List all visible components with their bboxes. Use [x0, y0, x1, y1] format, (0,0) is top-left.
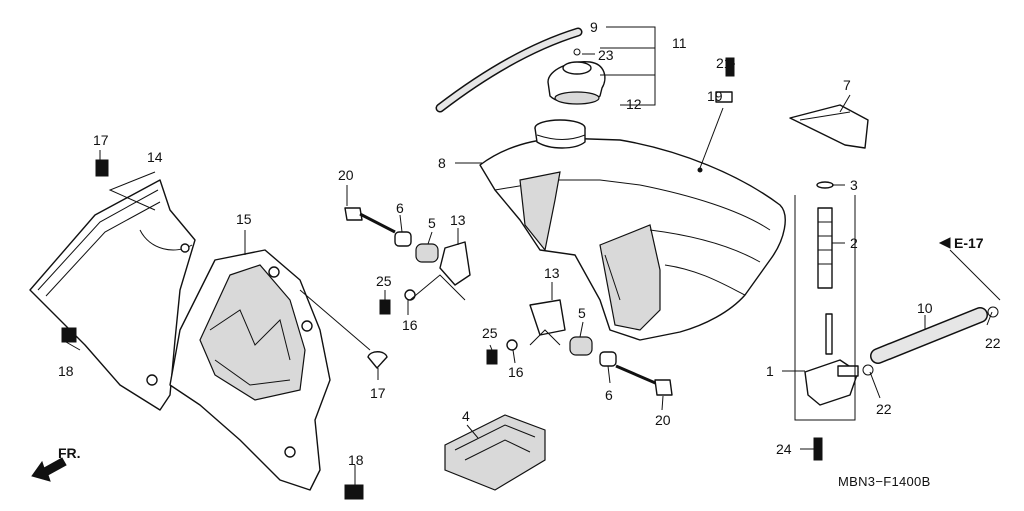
callout-22b: 22 — [876, 401, 892, 417]
callout-25a: 25 — [376, 273, 392, 289]
breather-tube — [435, 27, 583, 113]
callout-16a: 16 — [402, 317, 418, 333]
callout-23: 23 — [598, 47, 614, 63]
reference-label: E-17 — [954, 235, 984, 251]
callout-17a: 17 — [93, 132, 109, 148]
callout-19: 19 — [707, 88, 723, 104]
fuel-cap — [547, 48, 606, 105]
rubber-mount — [444, 414, 546, 491]
callout-24: 24 — [776, 441, 792, 457]
bracket-7 — [789, 104, 869, 149]
callout-12: 12 — [626, 96, 642, 112]
diagram-code: MBN3−F1400B — [838, 474, 931, 489]
callout-16b: 16 — [508, 364, 524, 380]
callout-10: 10 — [917, 300, 933, 316]
callout-1: 1 — [766, 363, 774, 379]
callout-18a: 18 — [58, 363, 74, 379]
front-direction-label: FR. — [58, 445, 81, 461]
reference-arrow: E-17 — [938, 235, 984, 251]
callout-18b: 18 — [348, 452, 364, 468]
front-direction-arrow: FR. — [31, 445, 81, 482]
callout-11: 11 — [672, 35, 687, 51]
callout-4: 4 — [462, 408, 470, 424]
callout-3: 3 — [850, 177, 858, 193]
fuel-valve — [804, 181, 859, 461]
callout-5a: 5 — [428, 215, 436, 231]
callout-8: 8 — [438, 155, 446, 171]
callout-9: 9 — [590, 19, 598, 35]
fasteners — [61, 57, 735, 500]
right-shroud — [169, 249, 331, 491]
callout-25b: 25 — [482, 325, 498, 341]
callout-5b: 5 — [578, 305, 586, 321]
fuel-tank — [479, 119, 786, 341]
callout-20a: 20 — [338, 167, 354, 183]
callout-6b: 6 — [605, 387, 613, 403]
leader-lines — [65, 26, 1001, 487]
callout-14: 14 — [147, 149, 163, 165]
callout-2: 2 — [850, 235, 858, 251]
callout-7: 7 — [843, 77, 851, 93]
mount-hardware-upper — [344, 207, 471, 315]
callout-6a: 6 — [396, 200, 404, 216]
callout-13b: 13 — [544, 265, 560, 281]
fuel-hose — [862, 306, 999, 376]
left-shroud — [29, 179, 196, 411]
mount-hardware-lower — [486, 299, 673, 396]
callout-13a: 13 — [450, 212, 466, 228]
callout-20b: 20 — [655, 412, 671, 428]
callouts: 9 11 23 12 21 19 7 8 3 2 1 10 22 22 24 1… — [58, 19, 1001, 468]
callout-22a: 22 — [985, 335, 1001, 351]
callout-21: 21 — [716, 55, 732, 71]
callout-15: 15 — [236, 211, 252, 227]
callout-17b: 17 — [370, 385, 386, 401]
